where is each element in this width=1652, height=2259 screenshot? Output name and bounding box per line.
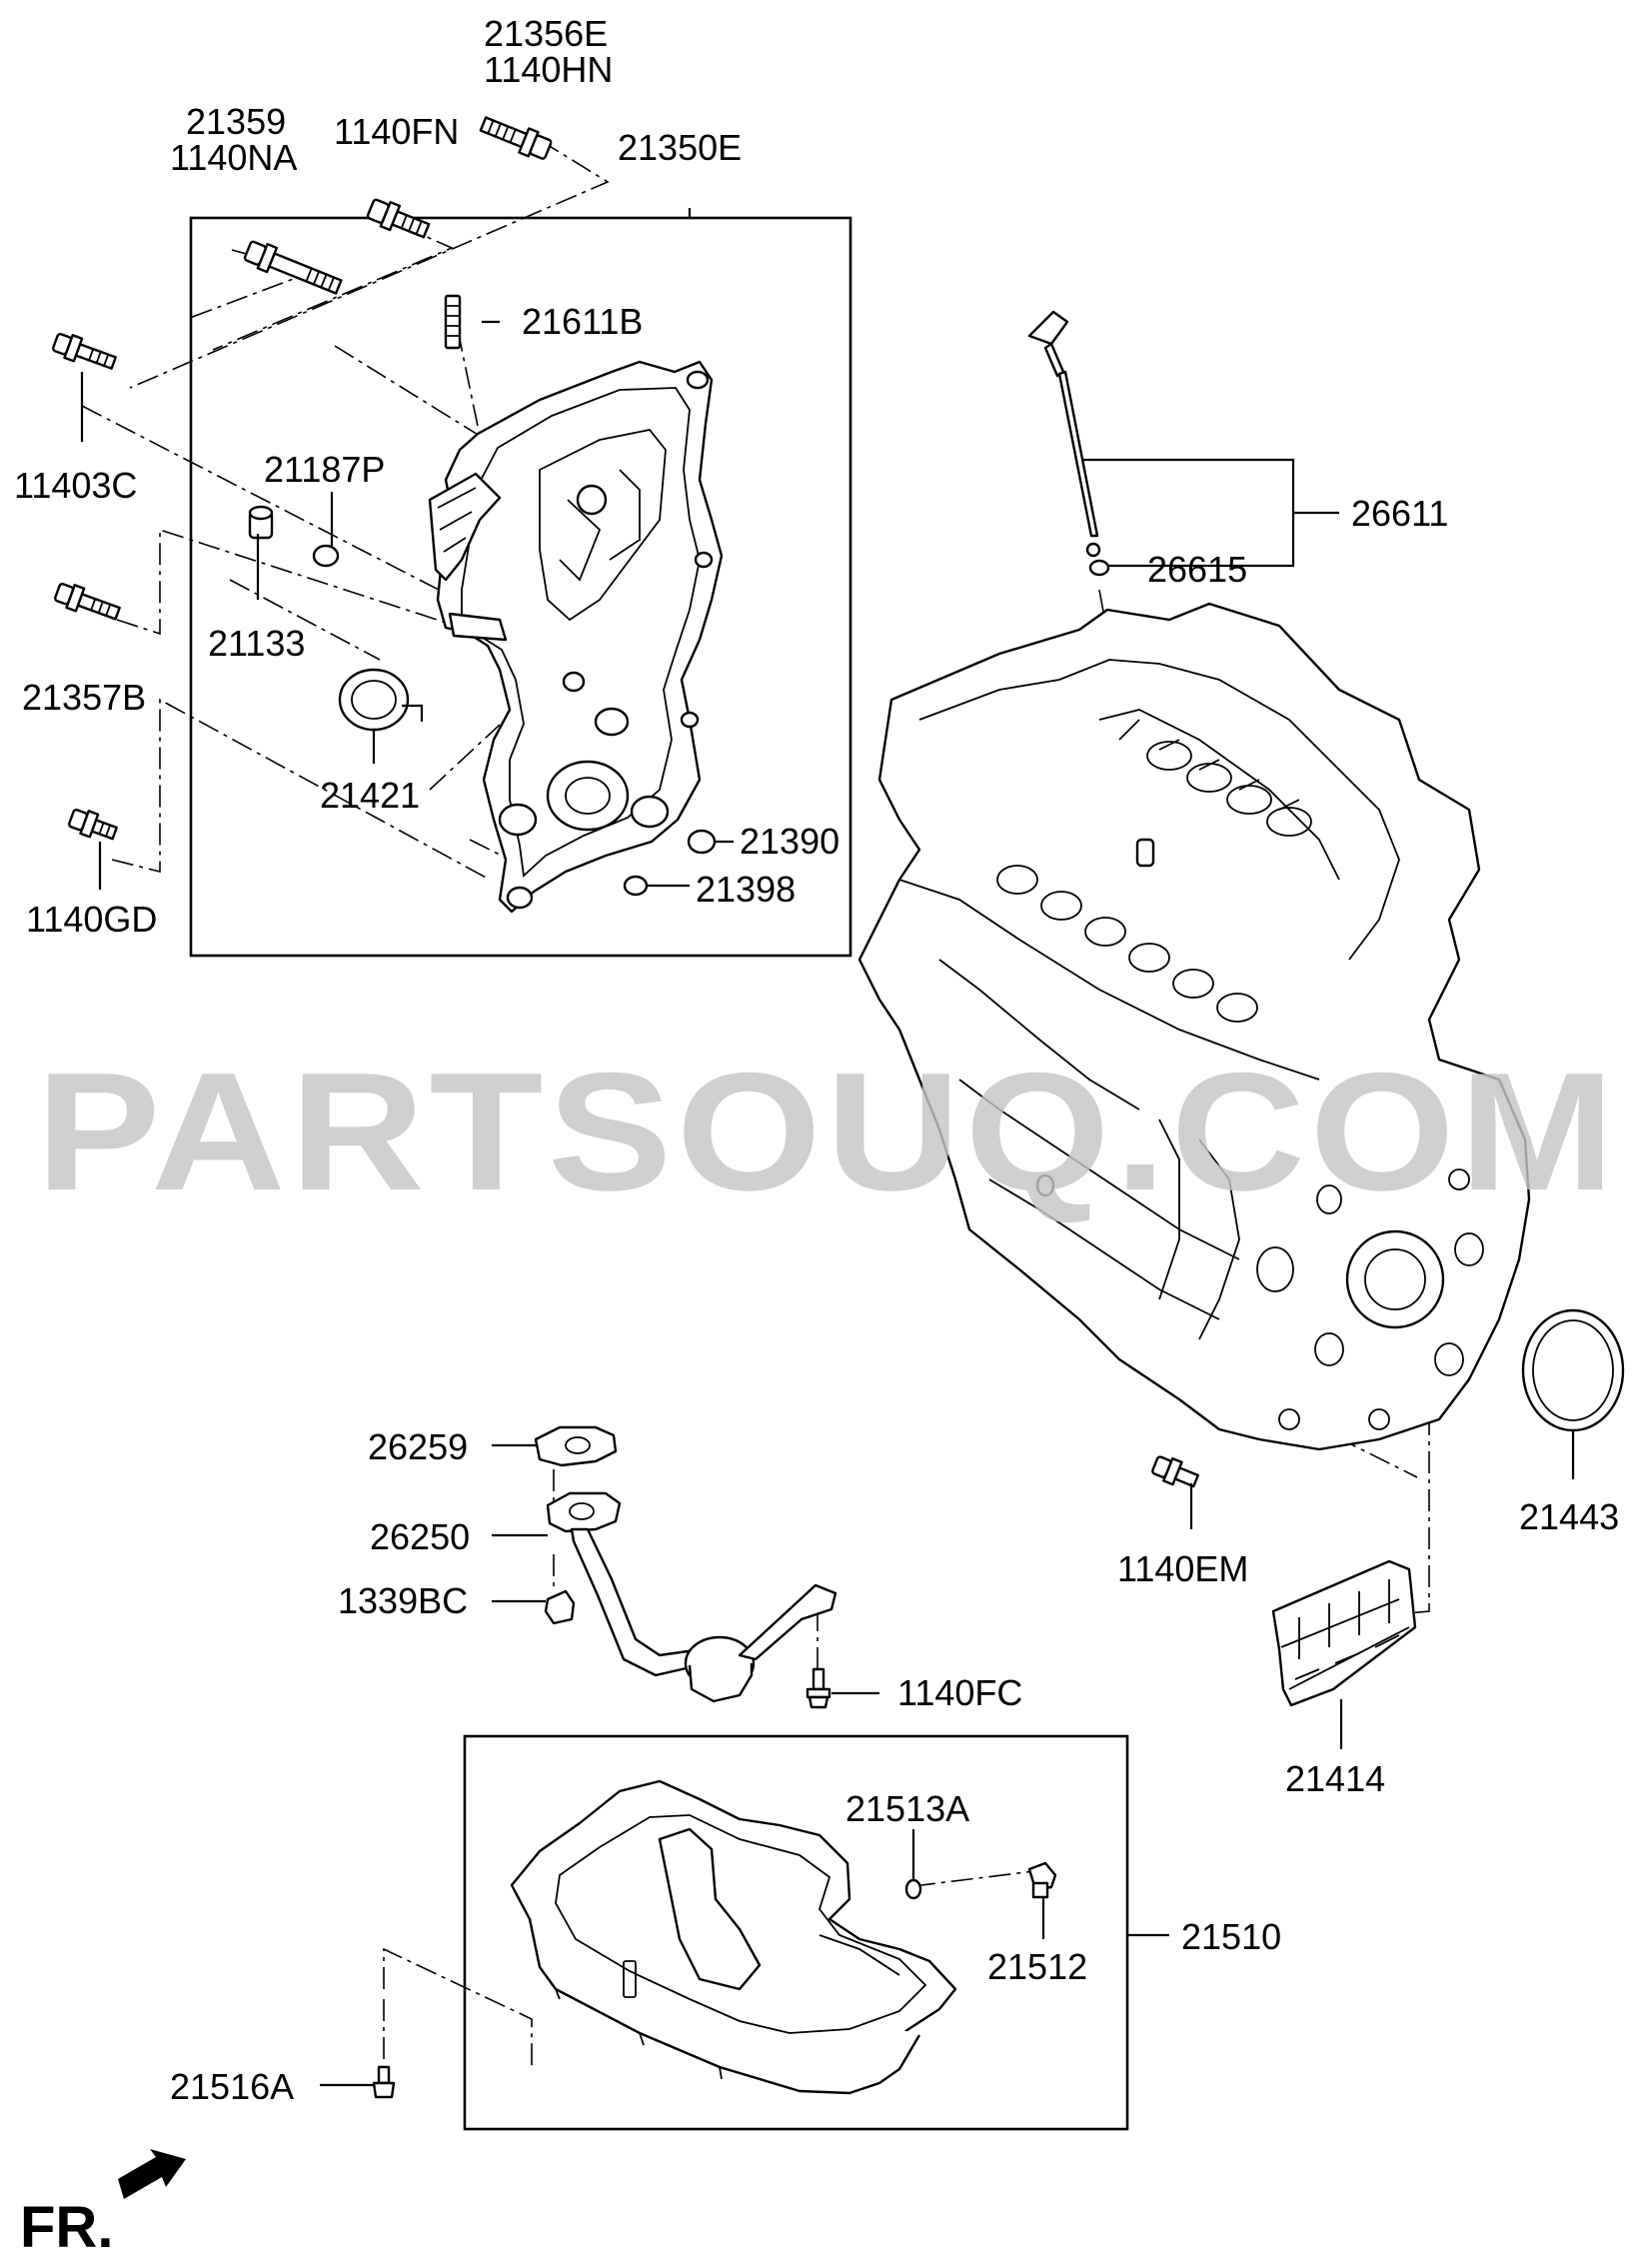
label-21513A: 21513A xyxy=(845,1788,969,1829)
label-21443: 21443 xyxy=(1519,1496,1619,1537)
o-ring-26615-icon xyxy=(1088,559,1110,577)
label-26615: 26615 xyxy=(1147,549,1247,590)
label-21512: 21512 xyxy=(987,1946,1087,1987)
front-arrow-icon xyxy=(118,2149,186,2199)
bolt-21357B-icon xyxy=(54,582,121,621)
bolt-11403C-icon xyxy=(52,332,117,370)
bolt-1140FN-icon xyxy=(366,198,431,239)
label-21390: 21390 xyxy=(740,821,839,862)
o-ring-21187P-icon xyxy=(312,544,340,568)
bolt-21356E-icon xyxy=(479,116,553,160)
front-direction-label: FR. xyxy=(20,2195,113,2259)
timing-cover-icon xyxy=(428,360,724,914)
label-1140NA: 1140NA xyxy=(170,137,297,178)
o-ring-21390-icon xyxy=(687,829,717,855)
bolt-1140FC-icon xyxy=(806,1667,831,1709)
label-21516A: 21516A xyxy=(170,2066,294,2107)
label-21187P: 21187P xyxy=(264,449,385,490)
label-21357B: 21357B xyxy=(22,677,146,718)
label-21421: 21421 xyxy=(320,775,420,816)
label-21611B: 21611B xyxy=(522,301,643,342)
label-21356E: 21356E xyxy=(484,13,608,54)
oil-seal-21421-icon xyxy=(338,668,410,732)
dowel-pin-21133-icon xyxy=(248,505,274,540)
label-26611: 26611 xyxy=(1351,493,1448,534)
oil-strainer-26250-icon xyxy=(546,1491,837,1703)
timing-cover-group-box xyxy=(189,216,852,958)
label-1140FN: 1140FN xyxy=(334,111,459,152)
drain-gasket-21513A-icon xyxy=(904,1878,922,1900)
label-21414: 21414 xyxy=(1285,1758,1385,1799)
label-1140HN: 1140HN xyxy=(484,49,613,90)
bolt-21516A-icon xyxy=(372,2065,396,2099)
watermark-text: PARTSOUQ.COM xyxy=(36,1038,1619,1225)
label-1140FC: 1140FC xyxy=(897,1672,1022,1713)
nut-1339BC-icon xyxy=(544,1589,576,1625)
bolt-1140EM-icon xyxy=(1151,1455,1199,1488)
gasket-26259-icon xyxy=(534,1425,618,1467)
label-21398: 21398 xyxy=(696,869,796,910)
label-11403C: 11403C xyxy=(14,465,137,506)
label-21359: 21359 xyxy=(186,101,286,142)
label-21510: 21510 xyxy=(1181,1916,1281,1957)
engine-block-icon xyxy=(857,602,1531,1451)
drain-plug-21512-icon xyxy=(1027,1861,1057,1899)
oil-pan-group-box xyxy=(463,1734,1129,2131)
bolt-1140GD-icon xyxy=(68,808,118,841)
bolt-21359-icon xyxy=(243,240,343,295)
label-21350E: 21350E xyxy=(618,127,742,168)
label-26250: 26250 xyxy=(370,1516,470,1557)
oil-pan-icon xyxy=(510,1779,957,2095)
o-ring-21398-icon xyxy=(623,875,649,897)
label-21133: 21133 xyxy=(208,623,305,664)
leader-lines xyxy=(80,208,1575,2087)
label-1140GD: 1140GD xyxy=(26,899,157,940)
bracket-21414-icon xyxy=(1271,1559,1417,1707)
label-26259: 26259 xyxy=(368,1426,468,1467)
label-1339BC: 1339BC xyxy=(338,1580,468,1621)
rear-oil-seal-21443-icon xyxy=(1521,1308,1625,1432)
dipstick-26611-icon xyxy=(1027,310,1101,558)
stud-21611B-icon xyxy=(444,294,462,350)
label-1140EM: 1140EM xyxy=(1117,1548,1248,1589)
